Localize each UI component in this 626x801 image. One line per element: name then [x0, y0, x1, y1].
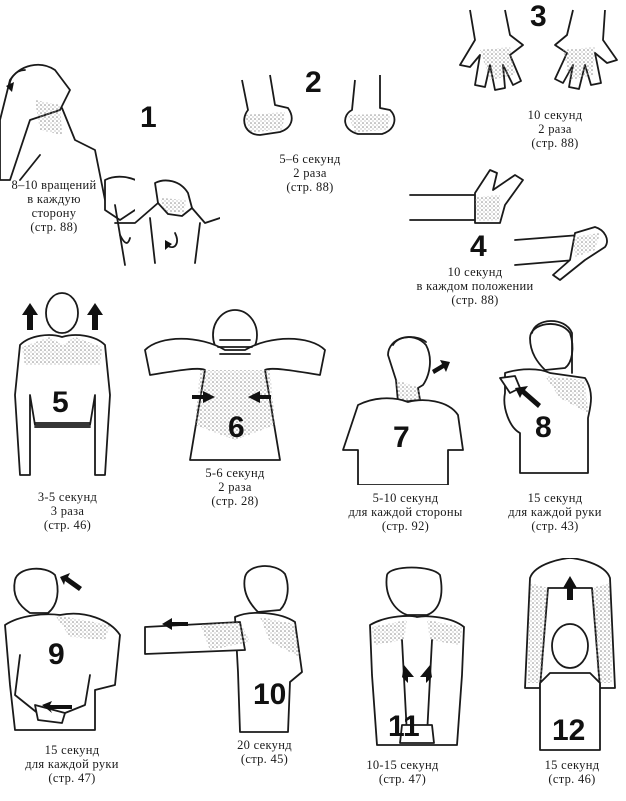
- exercise-1-lower-illustration: [110, 178, 220, 270]
- exercise-3-illustration: [455, 5, 625, 95]
- exercise-12-caption: 15 секунд (стр. 46): [544, 758, 600, 786]
- exercise-9-number: 9: [48, 638, 65, 671]
- exercise-7-illustration: [338, 330, 473, 485]
- exercise-1-number: 1: [140, 101, 157, 134]
- exercise-8-number: 8: [535, 411, 552, 444]
- exercise-4-number: 4: [470, 230, 487, 263]
- exercise-6-illustration: [140, 305, 330, 465]
- exercise-1-illustration: [0, 60, 135, 270]
- exercise-12-number: 12: [552, 714, 586, 747]
- exercise-12-illustration: [520, 558, 620, 753]
- exercise-9-illustration: [0, 565, 125, 735]
- exercise-11-number: 11: [388, 710, 420, 743]
- exercise-8-caption: 15 секунд для каждой руки (стр. 43): [508, 491, 602, 533]
- exercise-2-number: 2: [305, 66, 322, 99]
- exercise-6-caption: 5-6 секунд 2 раза (стр. 28): [205, 466, 265, 508]
- exercise-11-caption: 10-15 секунд (стр. 47): [366, 758, 439, 786]
- exercise-7-caption: 5-10 секунд для каждой стороны (стр. 92): [348, 491, 463, 533]
- exercise-3-caption: 10 секунд 2 раза (стр. 88): [527, 108, 583, 150]
- exercise-5-caption: 3-5 секунд 3 раза (стр. 46): [37, 490, 98, 532]
- exercise-8-illustration: [490, 318, 600, 483]
- exercise-11-illustration: [362, 565, 472, 750]
- exercise-4-caption: 10 секунд в каждом положении (стр. 88): [416, 265, 534, 307]
- exercise-10-caption: 20 секунд (стр. 45): [237, 738, 292, 766]
- exercise-10-number: 10: [253, 678, 287, 711]
- exercise-2-illustration: [230, 70, 410, 145]
- exercise-9-caption: 15 секунд для каждой руки (стр. 47): [25, 743, 119, 785]
- exercise-7-number: 7: [393, 421, 410, 454]
- exercise-6-number: 6: [228, 411, 245, 444]
- exercise-5-illustration: [0, 285, 125, 485]
- exercise-10-illustration: [140, 562, 305, 737]
- exercise-5-number: 5: [52, 386, 69, 419]
- exercise-4-illustration: [405, 165, 620, 285]
- exercise-2-caption: 5–6 секунд 2 раза (стр. 88): [279, 152, 341, 194]
- exercise-1-caption: 8–10 вращений в каждую сторону (стр. 88): [11, 178, 97, 234]
- exercise-3-number: 3: [530, 0, 547, 33]
